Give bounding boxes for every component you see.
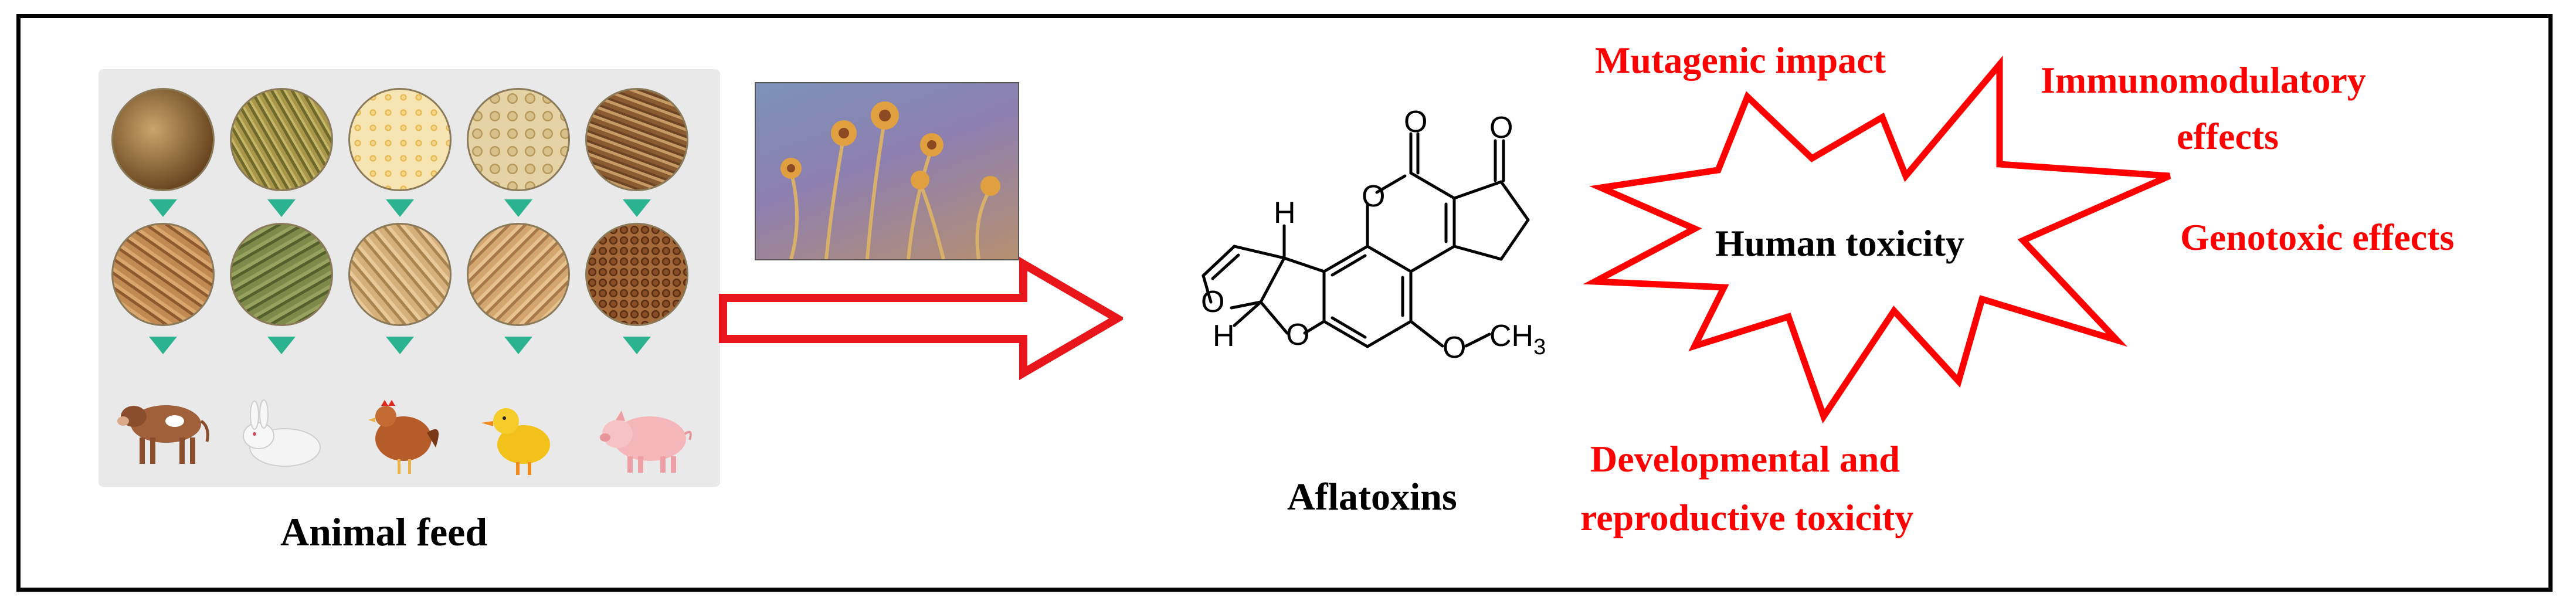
developmental-label-line2: reproductive toxicity xyxy=(1580,497,1914,538)
down-marker-icon xyxy=(267,199,296,217)
immunomodulatory-label-line1: Immunomodulatory xyxy=(2041,59,2366,101)
aspergillus-icon xyxy=(780,101,1000,259)
structure-o-methoxy: O xyxy=(1443,331,1466,365)
hen-icon xyxy=(368,400,439,474)
process-arrow xyxy=(719,257,1123,380)
structure-h-top: H xyxy=(1274,196,1296,230)
down-marker-icon xyxy=(149,199,177,217)
down-marker-icon xyxy=(623,199,651,217)
down-marker-icon xyxy=(623,337,651,354)
wheat-grains-icon xyxy=(585,88,688,191)
structure-o-furan-left: O xyxy=(1201,285,1224,319)
straw-bundle-icon xyxy=(111,88,215,191)
structure-h-bottom: H xyxy=(1213,319,1235,353)
aflatoxin-structure: O O O O O O CH3 H H xyxy=(1201,105,1546,365)
corn-kernels-icon xyxy=(348,88,452,191)
piglet-icon xyxy=(600,411,692,473)
animal-feed-label: Animal feed xyxy=(280,510,488,554)
animal-feed-panel xyxy=(99,69,720,487)
soybeans-icon xyxy=(467,88,570,191)
green-pellet-icon xyxy=(230,223,333,326)
structure-o-furan-bottom: O xyxy=(1286,318,1309,352)
aflatoxins-label: Aflatoxins xyxy=(1287,476,1457,518)
light-pellet-icon xyxy=(348,223,452,326)
down-marker-icon xyxy=(267,337,296,354)
structure-o-top-right: O xyxy=(1489,111,1513,145)
structure-o-ring: O xyxy=(1362,179,1385,213)
down-marker-icon xyxy=(386,199,414,217)
toxicity-starburst xyxy=(1583,55,2171,424)
down-marker-icon xyxy=(504,199,532,217)
dark-pellet-icon xyxy=(585,223,688,326)
down-marker-icon xyxy=(149,337,177,354)
brown-pellet-icon xyxy=(111,223,215,326)
cow-icon xyxy=(117,405,209,464)
down-marker-icon xyxy=(386,337,414,354)
rabbit-icon xyxy=(243,399,321,467)
down-marker-icon xyxy=(504,337,532,354)
figure-border xyxy=(16,14,2553,592)
structure-methyl: CH3 xyxy=(1489,319,1546,359)
developmental-label-line1: Developmental and xyxy=(1590,438,1900,480)
hay-icon xyxy=(230,88,333,191)
human-toxicity-label: Human toxicity xyxy=(1715,222,1964,264)
genotoxic-label: Genotoxic effects xyxy=(2180,216,2455,258)
fungi-photo xyxy=(755,82,1019,260)
duckling-icon xyxy=(481,408,550,475)
immunomodulatory-label-line2: effects xyxy=(2177,116,2279,157)
mutagenic-label: Mutagenic impact xyxy=(1595,39,1886,81)
tan-pellet-icon xyxy=(467,223,570,326)
structure-o-top-left: O xyxy=(1404,105,1427,139)
